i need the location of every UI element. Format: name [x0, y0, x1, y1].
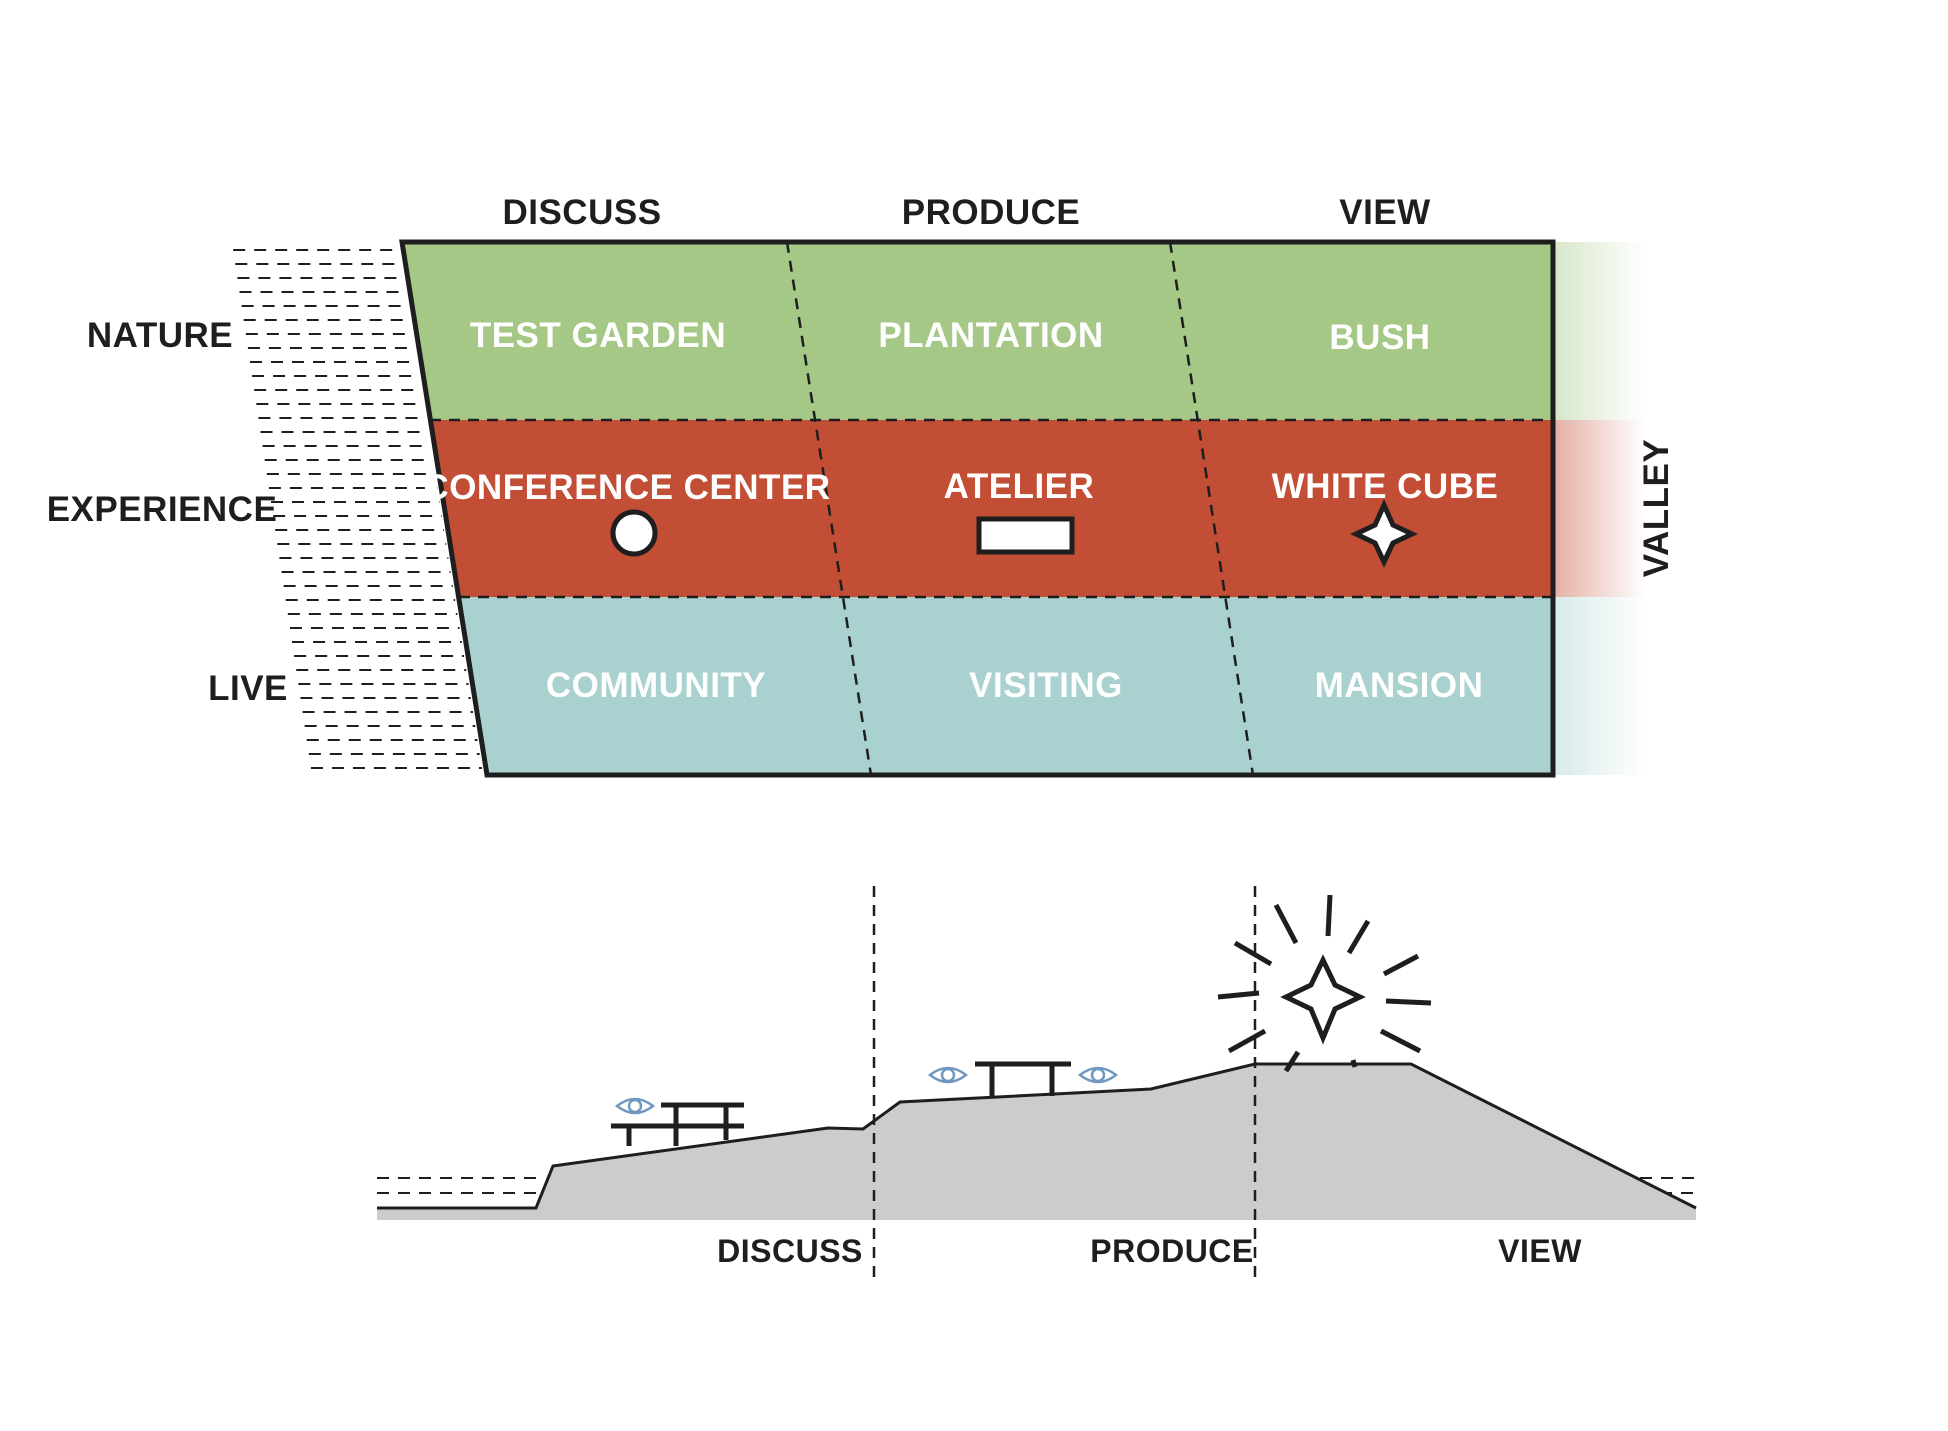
row-headers: NATURE EXPERIENCE LIVE — [47, 316, 288, 708]
section-label-produce: PRODUCE — [1090, 1233, 1254, 1269]
row-experience-band — [430, 420, 1553, 597]
row-header-experience: EXPERIENCE — [47, 490, 278, 529]
sparkle-star-icon — [1217, 894, 1432, 1073]
cell-conference-center: CONFERENCE CENTER — [423, 468, 830, 507]
rectangle-icon — [976, 516, 1075, 555]
valley-strip-nature — [1553, 242, 1645, 420]
column-divider-1 — [785, 241, 873, 776]
row-header-live: LIVE — [208, 669, 288, 708]
cell-labels: TEST GARDEN PLANTATION BUSH CONFERENCE C… — [423, 316, 1499, 705]
column-header-produce: PRODUCE — [902, 193, 1081, 232]
eye-icon — [614, 1097, 656, 1115]
star-icon — [1350, 498, 1418, 568]
cell-visiting: VISITING — [969, 666, 1123, 705]
ground-mass — [377, 1064, 1696, 1220]
cell-community: COMMUNITY — [546, 666, 766, 705]
column-header-view: VIEW — [1339, 193, 1430, 232]
cell-bush: BUSH — [1329, 318, 1430, 357]
eye-icon — [927, 1066, 969, 1084]
cell-atelier: ATELIER — [944, 467, 1095, 506]
section-drawing: DISCUSS PRODUCE VIEW — [377, 886, 1697, 1280]
cell-white-cube: WHITE CUBE — [1272, 467, 1499, 506]
valley-strip-experience — [1553, 420, 1645, 597]
water-hatch-left — [233, 249, 482, 769]
section-label-discuss: DISCUSS — [717, 1233, 863, 1269]
program-matrix — [399, 239, 1556, 778]
matrix-outline — [399, 239, 1556, 778]
eye-icon — [1077, 1066, 1119, 1084]
valley-strip — [1553, 242, 1645, 775]
row-live-band — [459, 597, 1553, 775]
side-label-valley: VALLEY — [1637, 439, 1676, 577]
cell-symbols — [610, 498, 1418, 568]
column-header-discuss: DISCUSS — [502, 193, 661, 232]
bench-icon — [975, 1061, 1071, 1098]
cell-plantation: PLANTATION — [878, 316, 1103, 355]
valley-strip-live — [1553, 597, 1645, 775]
section-label-view: VIEW — [1498, 1233, 1582, 1269]
circle-icon — [610, 509, 658, 557]
cell-mansion: MANSION — [1315, 666, 1484, 705]
cell-test-garden: TEST GARDEN — [470, 316, 726, 355]
column-headers: DISCUSS PRODUCE VIEW — [502, 193, 1430, 232]
row-nature-band — [402, 242, 1553, 420]
bench-icon — [611, 1102, 744, 1146]
row-header-nature: NATURE — [87, 316, 233, 355]
column-divider-2 — [1168, 241, 1255, 776]
ground-line — [377, 1062, 1697, 1210]
